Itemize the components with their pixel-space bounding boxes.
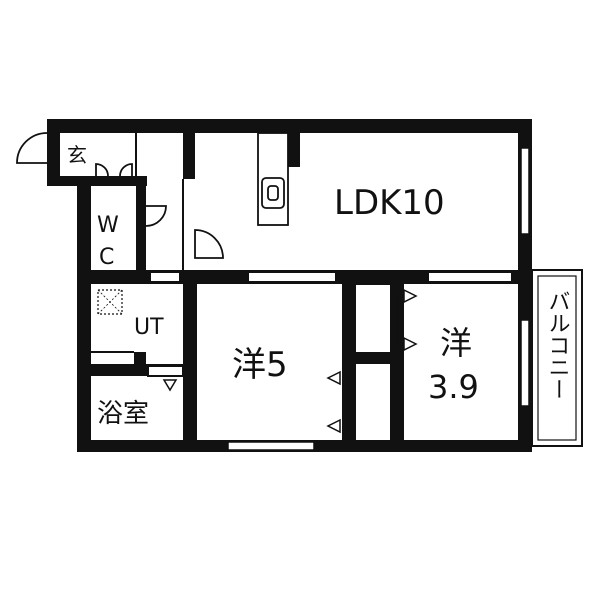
wc-label-w: W <box>97 213 119 238</box>
western-room-1-label: 洋5 <box>232 345 288 385</box>
thin-lines <box>58 133 513 377</box>
ldk-label: LDK10 <box>334 183 445 223</box>
kitchen-counter-icon <box>257 132 289 226</box>
entrance-label: 玄 <box>67 143 87 167</box>
sliding-door-markers <box>162 288 418 434</box>
wc-label-c: C <box>99 245 114 270</box>
western-room-2-label-top: 洋 <box>440 324 472 362</box>
western-room-2-label-size: 3.9 <box>428 368 479 406</box>
utility-label: UT <box>134 315 164 340</box>
balcony-label: バルコニー <box>545 290 570 400</box>
balcony <box>531 269 583 447</box>
windows <box>227 147 530 451</box>
washing-machine-icon <box>97 289 123 315</box>
door-swing-icon <box>16 132 224 259</box>
closet-lines <box>347 290 399 432</box>
bath-label: 浴室 <box>97 399 149 429</box>
